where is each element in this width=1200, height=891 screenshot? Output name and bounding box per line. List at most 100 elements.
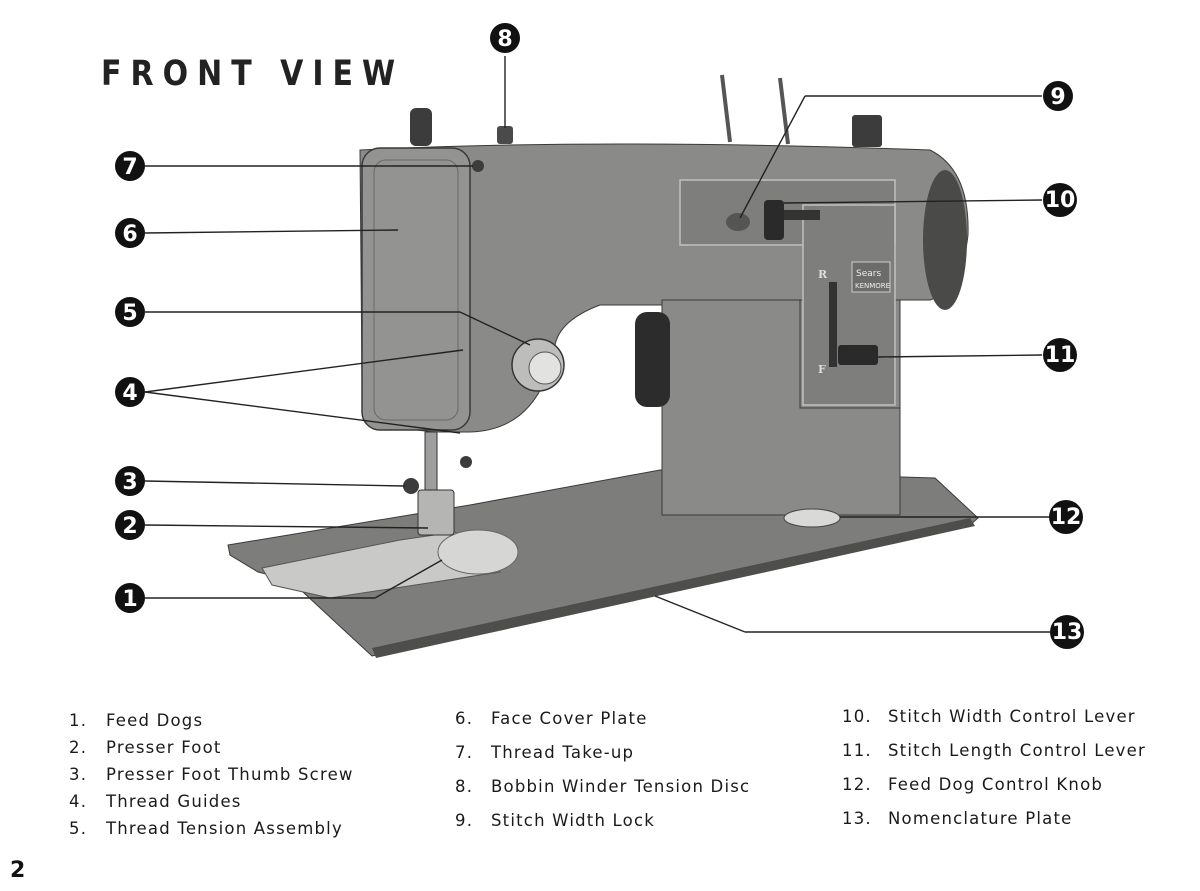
callout-7-number: 7 (122, 155, 137, 180)
legend-number: 13. (842, 809, 872, 828)
callout-4: 4 (115, 377, 145, 407)
bobbin-winder-spindle (410, 108, 432, 146)
hand-wheel (923, 170, 967, 310)
needle-bar (424, 431, 438, 493)
legend-number: 11. (842, 741, 872, 760)
bobbin-winder-tension-disc (497, 126, 513, 144)
legend-item-5: 5. Thread Tension Assembly (69, 819, 342, 838)
stitch-width-lever (764, 200, 784, 240)
stitch-length-slot (829, 282, 837, 367)
callout-3-number: 3 (122, 470, 137, 495)
callout-12: 12 (1049, 500, 1083, 534)
legend-label: Thread Guides (106, 792, 242, 811)
legend-label: Thread Take-up (491, 743, 635, 762)
leader-line-6 (144, 229, 399, 234)
callout-11-number: 11 (1045, 343, 1076, 368)
callout-5: 5 (115, 297, 145, 327)
legend-item-9: 9. Stitch Width Lock (455, 811, 654, 830)
legend-item-8: 8. Bobbin Winder Tension Disc (455, 777, 749, 796)
legend-label: Stitch Length Control Lever (888, 741, 1146, 760)
callout-13-number: 13 (1052, 620, 1083, 645)
leader-lines (144, 56, 1050, 633)
callouts: 1 2 3 4 5 6 7 8 9 10 11 12 13 (115, 23, 1084, 649)
badge-line1: Sears (856, 269, 881, 279)
legend-label: Feed Dogs (106, 711, 204, 730)
callout-12-number: 12 (1051, 505, 1082, 530)
legend-number: 3. (69, 765, 88, 784)
legend-label: Presser Foot (106, 738, 222, 757)
bobbin-cover (437, 529, 519, 575)
leader-line-1b (374, 559, 443, 599)
machine-bed-front-edge (372, 518, 975, 658)
dial-letter-r: R (818, 268, 828, 281)
needle-clamp-screw (460, 456, 472, 468)
face-cover-inner (373, 159, 459, 421)
callout-5-number: 5 (122, 301, 137, 326)
callout-7: 7 (115, 151, 145, 181)
callout-10-number: 10 (1045, 188, 1076, 213)
callout-10: 10 (1043, 183, 1077, 217)
legend-number: 6. (455, 709, 474, 728)
callout-6: 6 (115, 218, 145, 248)
leader-line-4a (144, 349, 464, 393)
legend-number: 4. (69, 792, 88, 811)
legend-label: Face Cover Plate (491, 709, 648, 728)
legend-number: 2. (69, 738, 88, 757)
legend-number: 8. (455, 777, 474, 796)
callout-2-number: 2 (122, 514, 137, 539)
legend-label: Nomenclature Plate (888, 809, 1073, 828)
legend-item-4: 4. Thread Guides (69, 792, 240, 811)
badge-line2: KENMORE (855, 282, 890, 290)
legend-item-13: 13. Nomenclature Plate (842, 809, 1071, 828)
legend-item-3: 3. Presser Foot Thumb Screw (69, 765, 352, 784)
legend-label: Presser Foot Thumb Screw (106, 765, 354, 784)
legend-item-2: 2. Presser Foot (69, 738, 220, 757)
legend-item-12: 12. Feed Dog Control Knob (842, 775, 1102, 794)
legend-item-7: 7. Thread Take-up (455, 743, 633, 762)
legend-item-11: 11. Stitch Length Control Lever (842, 741, 1145, 760)
legend-number: 12. (842, 775, 872, 794)
page-number: 2 (10, 858, 26, 883)
legend-label: Stitch Width Control Lever (888, 707, 1136, 726)
legend-label: Stitch Width Lock (491, 811, 655, 830)
legend-label: Feed Dog Control Knob (888, 775, 1104, 794)
legend-number: 9. (455, 811, 474, 830)
nameplate-badge (851, 261, 891, 293)
stitch-length-lever (838, 345, 878, 365)
length-panel (802, 204, 896, 406)
legend-number: 1. (69, 711, 88, 730)
thread-take-up (472, 160, 484, 172)
callout-2: 2 (115, 510, 145, 540)
sewing-machine-illustration: R F Sears KENMORE (227, 74, 979, 658)
presser-foot (417, 489, 455, 536)
feed-dog-control-knob (783, 508, 841, 528)
dial-letter-f: F (818, 363, 826, 376)
legend-label: Bobbin Winder Tension Disc (491, 777, 751, 796)
spool-pin-left (720, 74, 732, 143)
stitch-width-lock-knob (726, 213, 750, 231)
leader-line-9b (739, 95, 806, 219)
legend-item-1: 1. Feed Dogs (69, 711, 202, 730)
stitch-width-slot (775, 210, 820, 220)
leader-line-13b (654, 595, 746, 633)
legend-number: 7. (455, 743, 474, 762)
legend-number: 5. (69, 819, 88, 838)
face-cover-plate (361, 147, 471, 431)
callout-4-number: 4 (122, 381, 137, 406)
top-fitting-right (852, 115, 882, 147)
callout-9: 9 (1043, 81, 1073, 111)
tension-dial-face (528, 351, 562, 385)
callout-11: 11 (1043, 338, 1077, 372)
leader-line-11 (877, 354, 1043, 358)
page-title: FRONT VIEW (101, 54, 405, 95)
legend-number: 10. (842, 707, 872, 726)
leader-line-4b (144, 391, 461, 434)
legend-item-6: 6. Face Cover Plate (455, 709, 646, 728)
legend-item-10: 10. Stitch Width Control Lever (842, 707, 1135, 726)
callout-3: 3 (115, 466, 145, 496)
motor-cover (635, 312, 670, 407)
callout-8: 8 (490, 23, 520, 53)
legend-label: Thread Tension Assembly (106, 819, 343, 838)
callout-13: 13 (1050, 615, 1084, 649)
